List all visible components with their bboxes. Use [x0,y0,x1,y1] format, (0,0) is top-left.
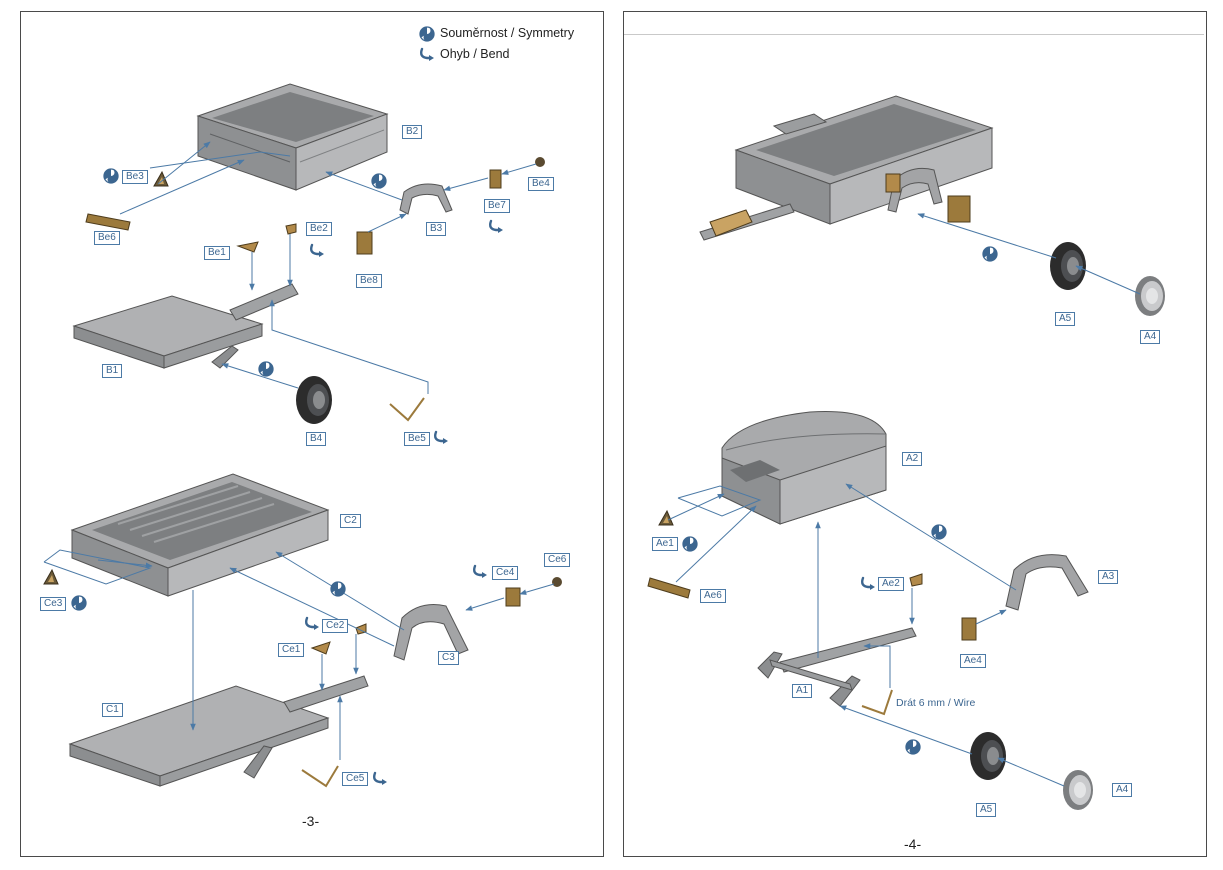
legend-symmetry-label: Souměrnost / Symmetry [440,26,575,40]
part-ce6 [552,577,562,587]
symmetry-icon [905,739,921,755]
symmetry-icon [330,581,346,597]
label-b3: B3 [426,222,447,236]
label-ce1: Ce1 [278,643,305,657]
label-be6: Be6 [94,231,120,245]
part-b2-box [196,83,389,191]
part-c2-box [70,473,330,597]
label-be5: Be5 [404,432,430,446]
part-a5-wheel [1050,242,1086,290]
part-b4-wheel [296,376,332,424]
part-ae6 [647,577,691,599]
label-ce2: Ce2 [322,619,349,633]
part-be3 [153,171,169,187]
wire-note: Drát 6 mm / Wire [896,697,976,709]
part-trailer-assembled [699,95,994,241]
label-a2: A2 [902,452,923,466]
symmetry-icon [71,595,87,611]
bend-icon [472,564,489,580]
label-be1: Be1 [204,246,230,260]
label-be2: Be2 [306,222,332,236]
label-b1: B1 [102,364,123,378]
part-a1-axle [757,627,917,707]
part-ae1 [658,510,674,526]
label-a1: A1 [792,684,813,698]
bend-icon [488,219,505,235]
symmetry-icon [419,26,435,42]
bend-icon [309,243,326,259]
bend-icon [433,430,450,446]
part-ce4 [505,587,521,607]
legend-bend-label: Ohyb / Bend [440,47,510,61]
label-c3: C3 [438,651,459,665]
page-number-left: -3- [302,813,320,829]
part-a5-wheel [970,732,1006,780]
label-be8: Be8 [356,274,382,288]
arrows-b-group [119,141,537,394]
label-a4-bottom: A4 [1112,783,1133,797]
label-c2: C2 [340,514,361,528]
arrows-a-top [917,213,1141,295]
part-c1-chassis [68,675,369,787]
part-be1 [236,241,259,253]
part-be8 [356,231,373,255]
label-ae2: Ae2 [878,577,904,591]
part-a2-box [721,411,887,525]
part-a3-fender [1005,554,1089,611]
symmetry-icon [258,361,274,377]
label-be7: Be7 [484,199,510,213]
label-ce5: Ce5 [342,772,369,786]
part-ce1 [310,641,331,655]
part-ae4 [961,617,977,641]
label-b4: B4 [306,432,327,446]
part-ce3 [43,569,59,585]
label-a4-top: A4 [1140,330,1161,344]
part-be2 [285,223,297,235]
part-be4 [535,157,545,167]
part-b3-fender [399,183,453,215]
label-ae4: Ae4 [960,654,986,668]
part-a4-hubcap [1063,770,1093,810]
bend-icon [860,576,877,592]
page-number-right: -4- [904,836,922,852]
bend-icon [419,47,436,63]
part-b1-chassis [72,283,299,369]
part-be6 [85,213,131,231]
part-be7 [489,169,502,189]
header-divider [624,34,1204,35]
symmetry-icon [982,246,998,262]
part-wire [861,689,893,716]
part-ae2 [909,573,923,587]
symmetry-icon [931,524,947,540]
label-a5-top: A5 [1055,312,1076,326]
part-ce5-wire [301,765,339,788]
symmetry-icon [103,168,119,184]
label-ae1: Ae1 [652,537,678,551]
label-be3: Be3 [122,170,148,184]
label-b2: B2 [402,125,423,139]
label-a5-bottom: A5 [976,803,997,817]
part-a4-hubcap [1135,276,1165,316]
symmetry-icon [371,173,387,189]
label-ce3: Ce3 [40,597,67,611]
label-ae6: Ae6 [700,589,726,603]
label-c1: C1 [102,703,123,717]
arrows-a-bottom [667,483,1065,787]
bend-icon [372,771,389,787]
part-be5-wire [389,397,425,422]
label-ce6: Ce6 [544,553,571,567]
label-ce4: Ce4 [492,566,519,580]
bend-icon [304,616,321,632]
label-be4: Be4 [528,177,554,191]
symmetry-icon [682,536,698,552]
label-a3: A3 [1098,570,1119,584]
